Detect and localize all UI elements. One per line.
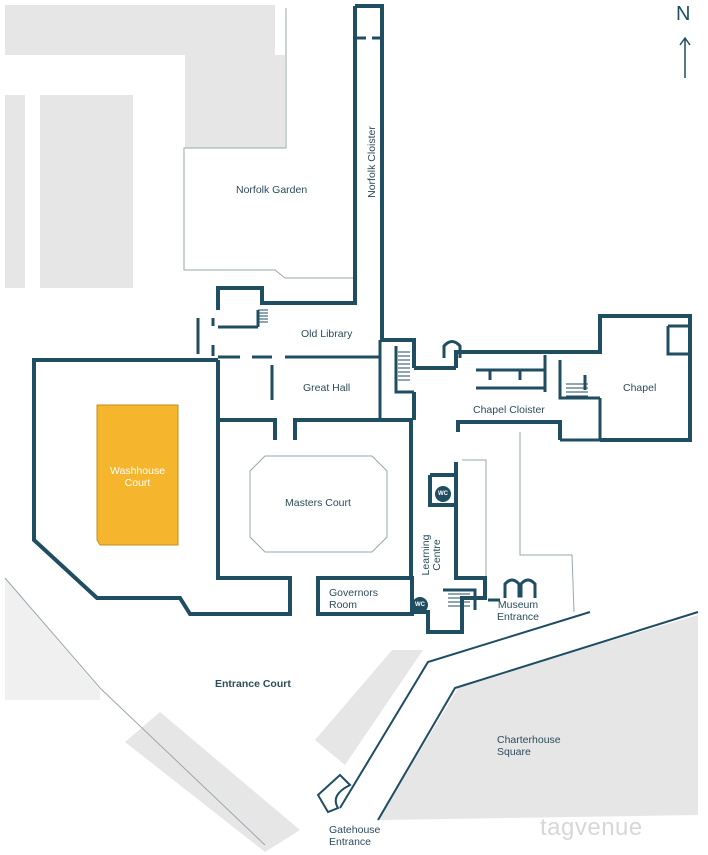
museum-entrance-line1: Museum bbox=[497, 599, 539, 611]
gatehouse-arch bbox=[316, 773, 352, 814]
grey-diagonal-building-1 bbox=[125, 712, 300, 852]
east-corridor-outline bbox=[462, 459, 487, 580]
museum-entrance-label[interactable]: Museum Entrance bbox=[494, 599, 542, 623]
washhouse-court-line2: Court bbox=[124, 477, 151, 489]
norfolk-garden-label: Norfolk Garden bbox=[236, 184, 308, 196]
charterhouse-square-area bbox=[378, 615, 698, 820]
great-hall-right bbox=[378, 340, 414, 418]
grey-block-south-west bbox=[5, 578, 100, 700]
stair-block bbox=[443, 588, 477, 610]
library-inner-line bbox=[218, 310, 260, 329]
old-library-walls bbox=[380, 298, 416, 368]
surrounding-buildings bbox=[5, 5, 698, 852]
norfolk-garden-outline bbox=[183, 8, 355, 279]
watermark-logo: tagvenue bbox=[540, 814, 643, 841]
learning-centre-label: Learning Centre bbox=[420, 531, 443, 579]
governors-room-walls bbox=[316, 576, 414, 616]
grey-strip-left bbox=[5, 95, 25, 288]
stairs-chapel bbox=[566, 383, 588, 397]
washhouse-wing-walls bbox=[32, 358, 413, 616]
great-hall-label: Great Hall bbox=[303, 382, 351, 394]
norfolk-cloister-label: Norfolk Cloister bbox=[366, 126, 378, 198]
entrance-court-label: Entrance Court bbox=[215, 678, 291, 690]
grey-block-left bbox=[40, 95, 133, 288]
chapel-cloister-inner bbox=[476, 355, 600, 400]
museum-entrance-arches bbox=[488, 578, 537, 602]
chapel-label: Chapel bbox=[623, 382, 657, 394]
grey-diagonal-building-2 bbox=[315, 650, 423, 765]
washhouse-court-label: Washhouse Court bbox=[97, 465, 178, 489]
building-walls bbox=[32, 4, 699, 821]
museum-entrance-line2: Entrance bbox=[496, 611, 540, 623]
masters-court-octagon bbox=[249, 455, 388, 553]
gatehouse-entrance-line2: Entrance bbox=[329, 836, 372, 848]
governors-room-line2: Room bbox=[329, 599, 358, 611]
old-library-label: Old Library bbox=[301, 328, 353, 340]
gatehouse-entrance-label[interactable]: Gatehouse Entrance bbox=[329, 824, 380, 848]
stairs-old-library bbox=[258, 309, 268, 323]
stairs-learning-centre bbox=[448, 593, 470, 607]
north-arrow-icon bbox=[679, 36, 691, 78]
north-label: N bbox=[676, 3, 691, 25]
governors-room-line1: Governors bbox=[329, 587, 379, 599]
chapel-north-tower bbox=[442, 340, 462, 358]
grey-block-top-middle bbox=[185, 55, 285, 148]
governors-room-label: Governors Room bbox=[329, 587, 378, 611]
masters-court-label: Masters Court bbox=[285, 497, 351, 509]
learning-centre-line2: Centre bbox=[431, 539, 443, 571]
washhouse-court-line1: Washhouse bbox=[109, 465, 166, 477]
charterhouse-square-line2: Square bbox=[497, 746, 531, 758]
chapel-east-alcove bbox=[666, 324, 690, 356]
chapel-cloister-label: Chapel Cloister bbox=[473, 404, 545, 416]
light-outlines bbox=[4, 8, 575, 846]
grey-block-top-left bbox=[5, 5, 275, 55]
chapel-cloister-walls bbox=[454, 314, 692, 442]
wc-icon-governors: WC bbox=[412, 597, 428, 613]
gatehouse-entrance-line1: Gatehouse bbox=[329, 824, 381, 836]
stairs bbox=[258, 309, 588, 607]
norfolk-cloister-walls bbox=[216, 4, 384, 310]
west-small-wall bbox=[196, 318, 215, 356]
wc-icon: WC bbox=[435, 486, 451, 502]
washhouse-court-highlight bbox=[96, 404, 179, 546]
central-passage-walls bbox=[412, 366, 456, 420]
west-lane-outline bbox=[4, 577, 266, 846]
charterhouse-square-label: Charterhouse Square bbox=[497, 734, 561, 758]
charterhouse-square-line1: Charterhouse bbox=[497, 734, 561, 746]
stairs-great-hall bbox=[398, 351, 410, 381]
chapel-west-wall bbox=[560, 375, 602, 442]
entrance-path-lines bbox=[339, 611, 699, 821]
east-path-outline bbox=[519, 432, 575, 613]
